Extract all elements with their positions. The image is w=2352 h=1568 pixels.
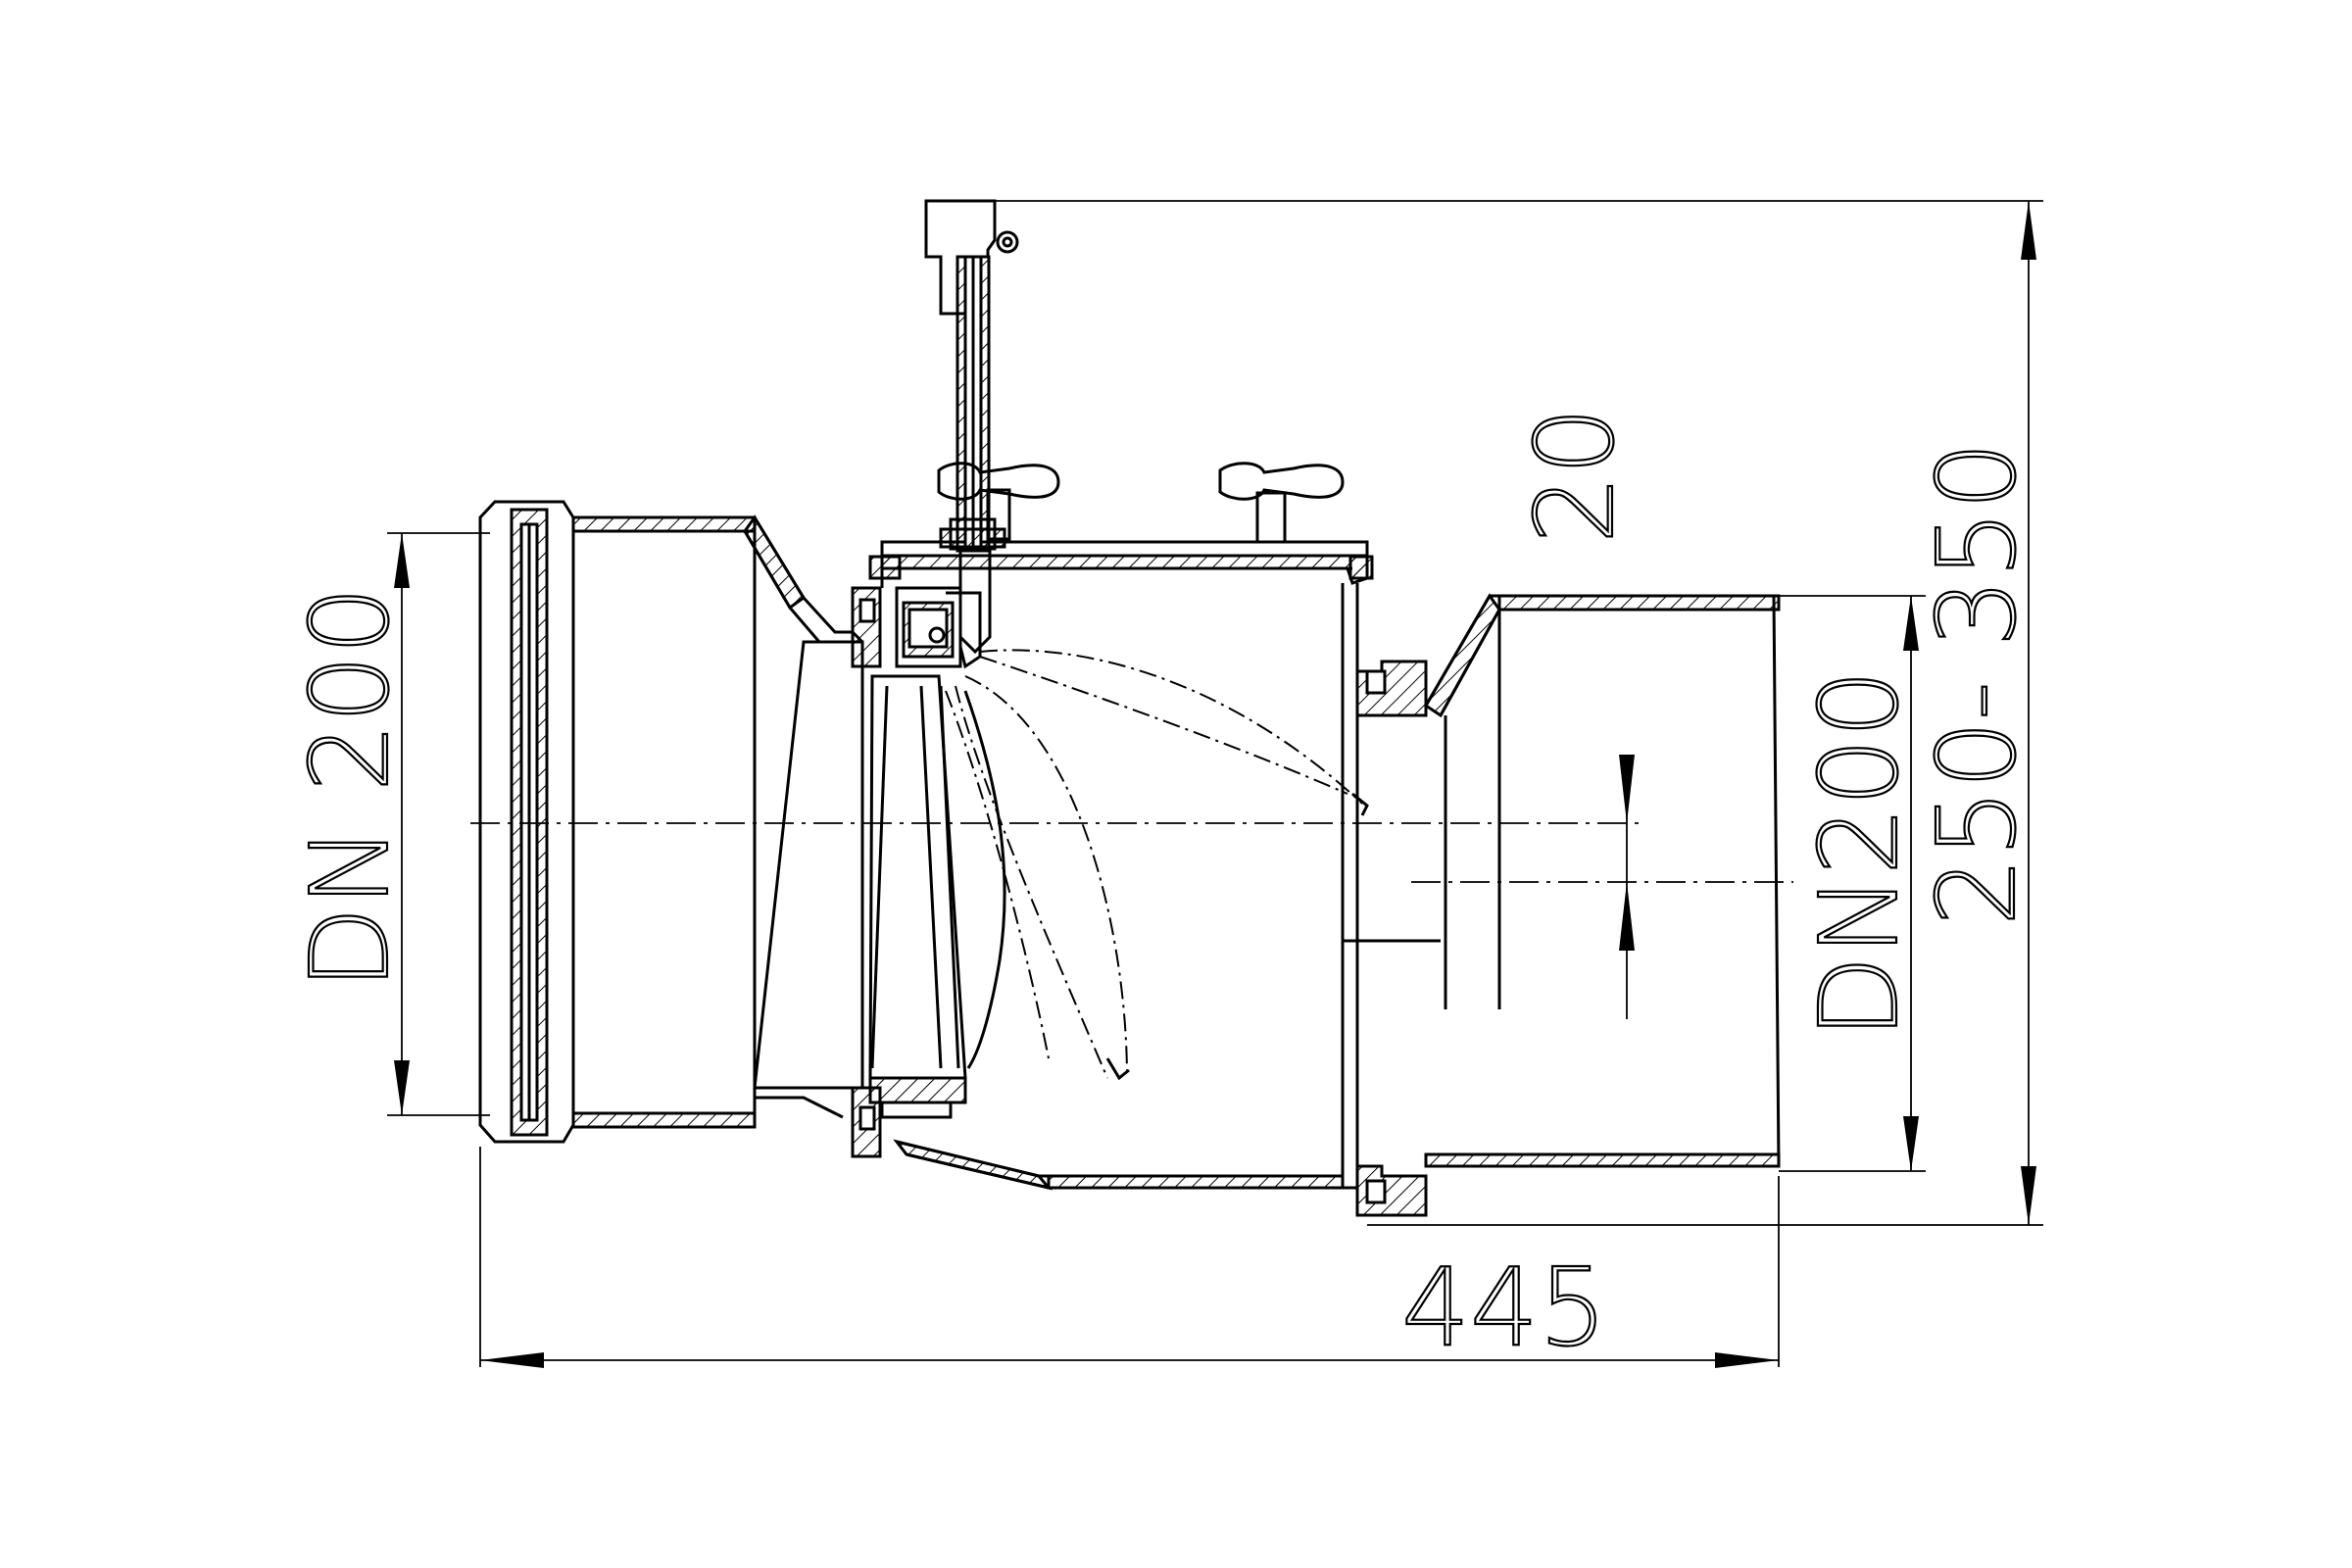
flap-seat [868, 674, 967, 1119]
flap-open-positions [945, 649, 1363, 1079]
inlet-sleeve [753, 630, 864, 1090]
valve-housing [851, 540, 1374, 1191]
dim-height-range: 250- 350 [1914, 441, 2039, 926]
flap-closed [963, 690, 1006, 1069]
dim-inlet-diameter: DN 200 [287, 586, 413, 990]
center-lines [470, 822, 1793, 883]
dim-offset: 20 [1512, 407, 1638, 544]
outlet-pipe [1343, 593, 1781, 1217]
inlet-socket [478, 500, 862, 1144]
flap-hinge [895, 586, 982, 669]
dimension-lines [387, 200, 2043, 1367]
manual-lever [924, 199, 1019, 655]
flap-open-positions-tips [1105, 792, 1369, 1081]
wing-nut-left [937, 462, 1060, 541]
dim-overall-length: 445 [1401, 1245, 1607, 1370]
dimension-arrows [394, 201, 2036, 1368]
wing-nut-right [1218, 462, 1345, 544]
dim-outlet-diameter: DN200 [1796, 669, 1922, 1039]
